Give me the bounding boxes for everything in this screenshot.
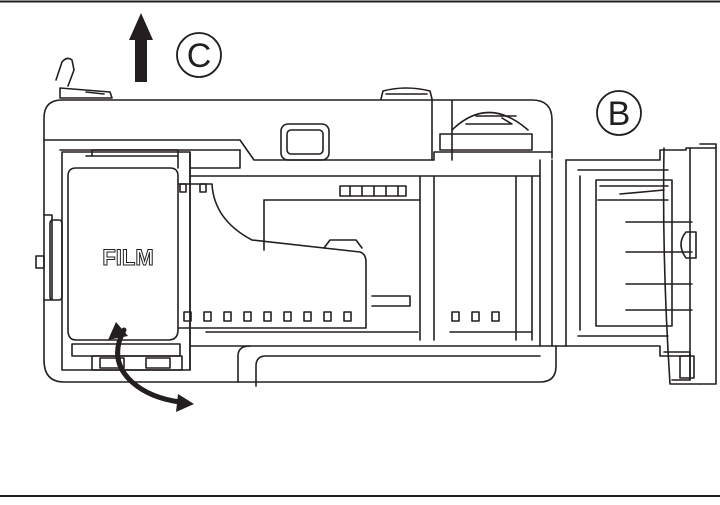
film-chamber: [61, 149, 567, 387]
label-b-text: B: [608, 95, 631, 133]
rewind-lever: [55, 57, 113, 99]
film-leader: [177, 183, 500, 329]
label-c: C: [176, 32, 222, 78]
advance-wheel: [439, 111, 533, 151]
shutter-button: [380, 87, 433, 100]
viewfinder-window: [280, 123, 330, 161]
film-cartridge: [67, 149, 183, 371]
film-text: FILM: [102, 245, 153, 270]
label-c-text: C: [187, 37, 212, 75]
label-b-circle: [596, 90, 642, 136]
label-b: B: [596, 90, 642, 136]
back-door: [565, 143, 717, 385]
arrow-up-icon: [129, 13, 153, 82]
curved-rotate-arrow-icon: [108, 322, 194, 412]
label-c-circle: [176, 32, 222, 78]
